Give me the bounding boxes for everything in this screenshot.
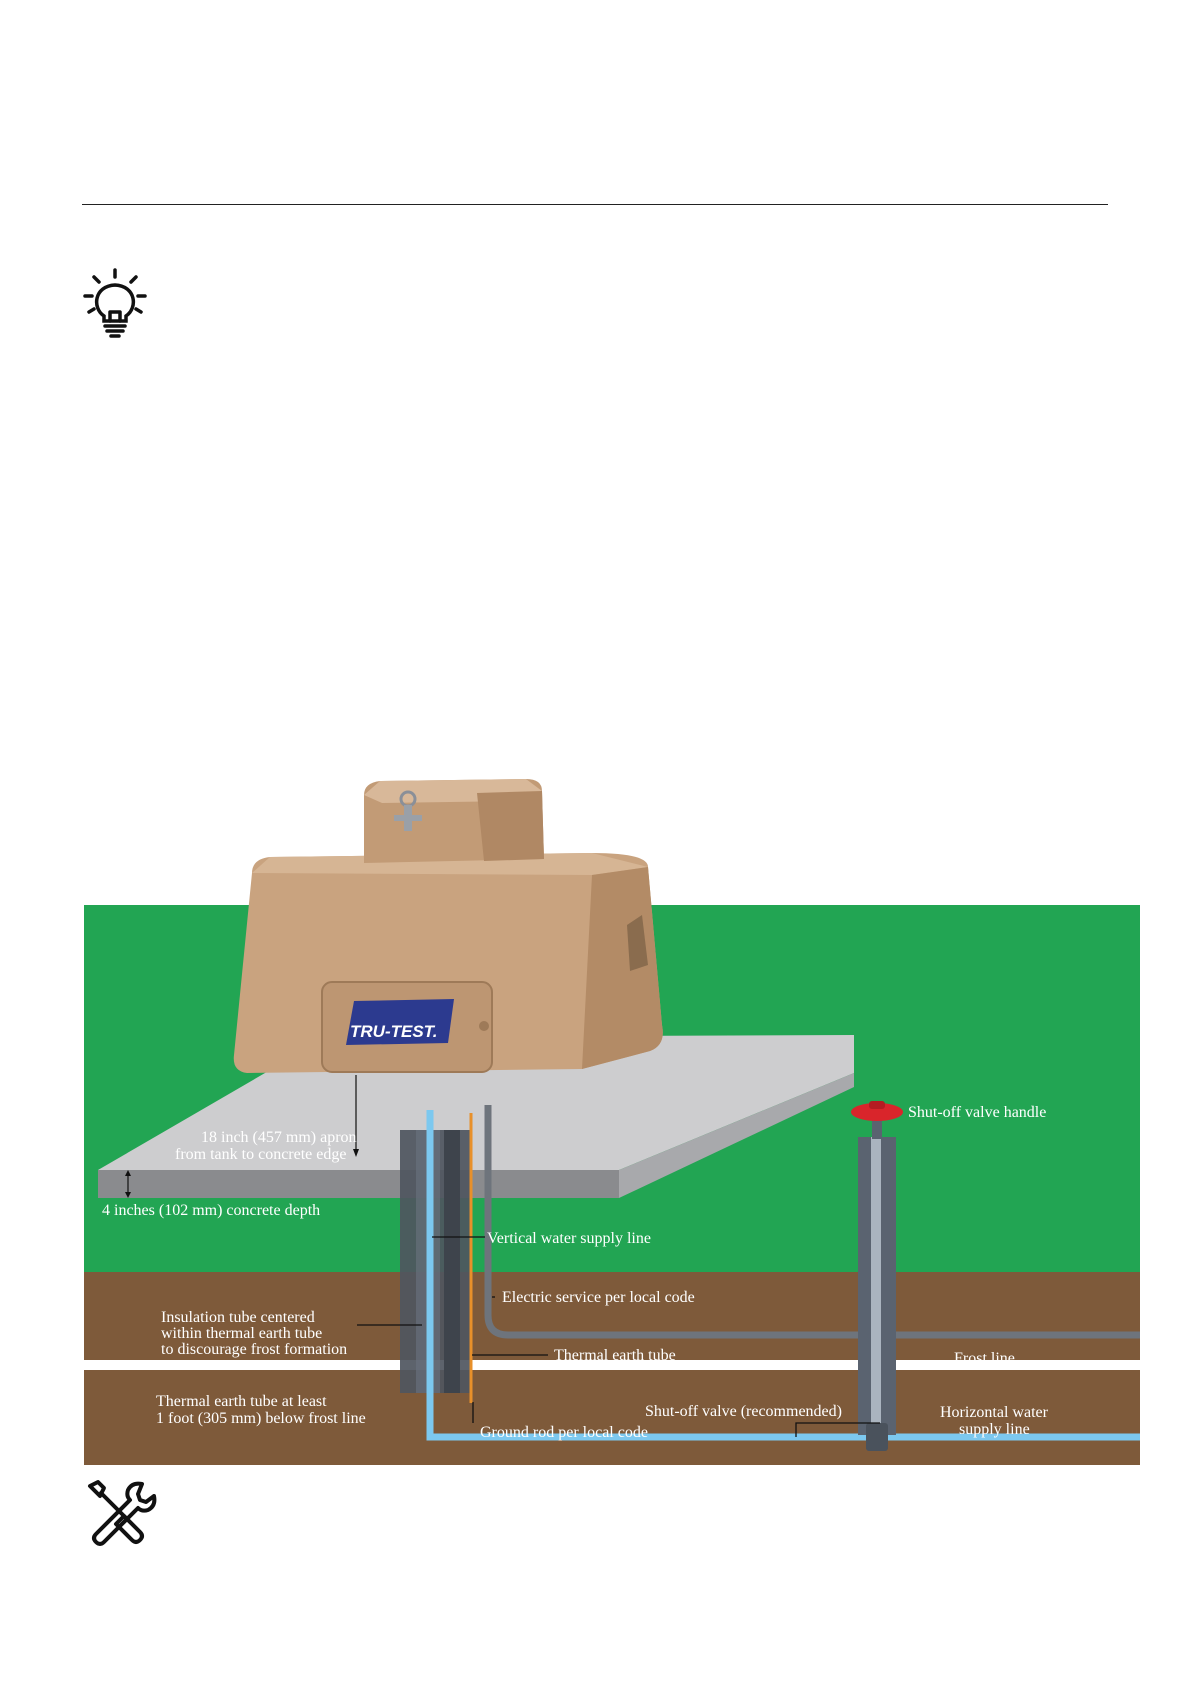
- tru-test-logo: [346, 999, 454, 1045]
- installation-diagram: TRU-TEST. 18 inch (457 mm) apron from ta…: [82, 775, 1142, 1465]
- label-apron-line1: 18 inch (457 mm) apron: [201, 1129, 357, 1146]
- label-concrete-depth: 4 inches (102 mm) concrete depth: [102, 1202, 320, 1219]
- label-shutoff-valve: Shut-off valve (recommended): [645, 1403, 842, 1420]
- water-supply-line: [426, 1110, 1140, 1441]
- label-electric-service: Electric service per local code: [502, 1289, 695, 1306]
- soil-upper: [84, 1272, 1140, 1360]
- label-apron-line2: from tank to concrete edge: [175, 1146, 346, 1163]
- electric-service-line: [484, 1105, 1140, 1339]
- label-thermal-depth-line1: Thermal earth tube at least: [156, 1393, 327, 1410]
- label-ground-rod: Ground rod per local code: [480, 1424, 648, 1441]
- waterer-tank: TRU-TEST.: [233, 779, 663, 1073]
- label-valve-handle: Shut-off valve handle: [908, 1104, 1046, 1121]
- label-horizontal-line1: Horizontal water: [940, 1404, 1049, 1421]
- lightbulb-icon: [82, 268, 148, 338]
- concrete-pad-right: [619, 1073, 854, 1198]
- header-rule: [82, 204, 1108, 205]
- label-insulation-line3: to discourage frost formation: [161, 1341, 347, 1358]
- insulation-tube: [444, 1130, 460, 1393]
- label-thermal-depth-line2: 1 foot (305 mm) below frost line: [156, 1410, 366, 1427]
- label-insulation-line1: Insulation tube centered: [161, 1309, 315, 1326]
- label-frost-line: Frost line: [954, 1350, 1015, 1367]
- label-thermal-tube: Thermal earth tube: [554, 1347, 676, 1364]
- label-horizontal-line2: supply line: [959, 1421, 1030, 1438]
- tru-test-logo-text: TRU-TEST.: [350, 1022, 438, 1041]
- concrete-pad-front: [98, 1170, 619, 1198]
- valve-handle: [851, 1103, 903, 1121]
- tools-icon: [82, 1478, 158, 1548]
- label-insulation-line2: within thermal earth tube: [161, 1325, 322, 1342]
- soil-lower: [84, 1370, 1140, 1465]
- label-vertical-supply: Vertical water supply line: [487, 1230, 651, 1247]
- frost-band: [84, 1360, 1140, 1370]
